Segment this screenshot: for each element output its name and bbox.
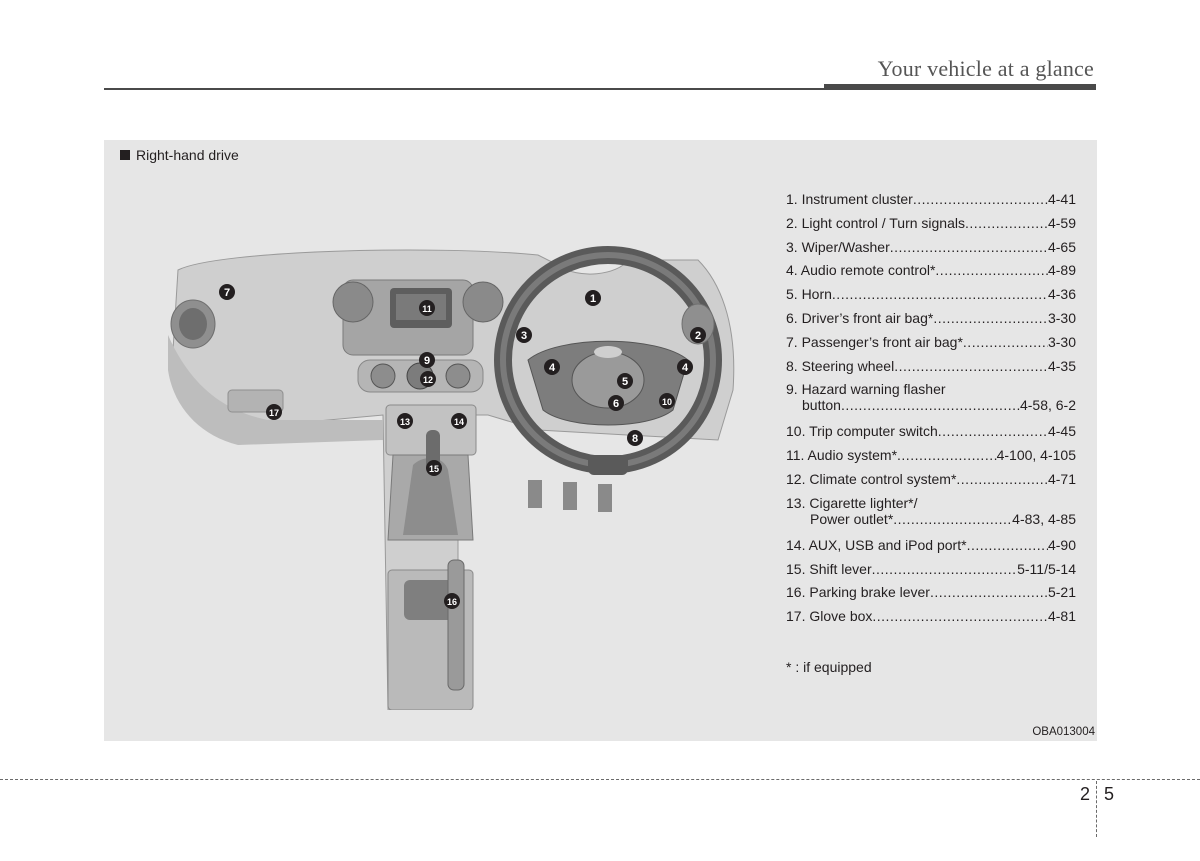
svg-text:7: 7 [224,287,230,299]
svg-text:13: 13 [400,417,410,427]
component-legend: 1. Instrument cluster4-41 2. Light contr… [786,191,1076,632]
callout-16: 16 [444,593,460,609]
svg-text:12: 12 [423,375,433,385]
svg-text:15: 15 [429,464,439,474]
svg-text:5: 5 [622,376,628,388]
callout-11: 11 [419,300,435,316]
legend-item: 5. Horn4-36 [786,286,1076,310]
callout-4-right: 4 [677,359,693,375]
svg-text:1: 1 [590,293,596,305]
svg-text:4: 4 [549,362,556,374]
legend-item: 9. Hazard warning flasher button4-58, 6-… [786,381,1076,423]
figure-code: OBA013004 [1032,726,1095,738]
footer-divider [0,779,1200,780]
header-rule [104,88,1096,90]
legend-item: 6. Driver’s front air bag*3-30 [786,310,1076,334]
legend-item: 15. Shift lever5-11/5-14 [786,561,1076,585]
callout-1: 1 [585,290,601,306]
callout-5: 5 [617,373,633,389]
svg-text:17: 17 [269,408,279,418]
callout-3: 3 [516,327,532,343]
footnote: * : if equipped [786,659,872,675]
svg-text:10: 10 [662,397,672,407]
legend-item: 8. Steering wheel4-35 [786,358,1076,382]
legend-item: 3. Wiper/Washer4-65 [786,239,1076,263]
svg-text:3: 3 [521,330,527,342]
figure-panel: Right-hand drive [104,140,1097,741]
legend-item: 13. Cigarette lighter*/ Power outlet*4-8… [786,495,1076,537]
callout-7: 7 [219,284,235,300]
svg-text:16: 16 [447,597,457,607]
page-section-number: 2 [1080,784,1091,804]
header-rule-accent [824,84,1096,90]
svg-text:6: 6 [613,398,619,410]
legend-item: 14. AUX, USB and iPod port*4-90 [786,537,1076,561]
svg-text:2: 2 [695,330,701,342]
callout-8: 8 [627,430,643,446]
legend-item: 7. Passenger’s front air bag*3-30 [786,334,1076,358]
legend-item: 4. Audio remote control* 4-89 [786,262,1076,286]
svg-text:8: 8 [632,433,638,445]
callout-4-left: 4 [544,359,560,375]
legend-item: 16. Parking brake lever5-21 [786,584,1076,608]
callout-2: 2 [690,327,706,343]
callout-14: 14 [451,413,467,429]
page-number-divider [1096,781,1097,837]
legend-item: 12. Climate control system*4-71 [786,471,1076,495]
callout-9: 9 [419,352,435,368]
legend-item: 2. Light control / Turn signals4-59 [786,215,1076,239]
callout-15: 15 [426,460,442,476]
callout-12: 12 [420,371,436,387]
dashboard-illustration: 1 2 3 4 4 5 6 7 8 9 10 11 12 13 14 15 16… [168,246,735,710]
legend-item: 11. Audio system*4-100, 4-105 [786,447,1076,471]
page-number: 5 [1104,784,1115,804]
square-bullet-icon [120,150,130,160]
legend-item: 1. Instrument cluster4-41 [786,191,1076,215]
svg-text:14: 14 [454,417,464,427]
callout-17: 17 [266,404,282,420]
callout-10: 10 [659,393,675,409]
svg-text:11: 11 [422,304,432,314]
callout-13: 13 [397,413,413,429]
page-header-title: Your vehicle at a glance [877,56,1094,81]
svg-text:4: 4 [682,362,689,374]
section-label: Right-hand drive [120,147,239,163]
callout-6: 6 [608,395,624,411]
legend-item: 10. Trip computer switch4-45 [786,423,1076,447]
svg-text:9: 9 [424,355,430,367]
legend-item: 17. Glove box4-81 [786,608,1076,632]
